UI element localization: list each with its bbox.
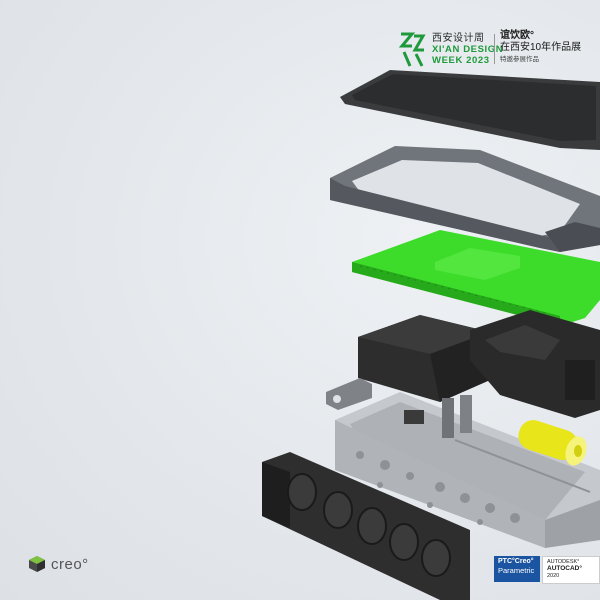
creo-cube-icon	[29, 556, 45, 572]
design-week-en-line2: WEEK 2023	[432, 54, 490, 66]
housing-base	[335, 392, 600, 548]
rubber-keypad	[262, 452, 470, 600]
creo-wordmark: creo°	[51, 555, 89, 573]
autocad-badge: AUTODESK° AUTOCAD° 2020	[542, 556, 600, 584]
design-week-en-line1: XI'AN DESIGN	[432, 43, 504, 55]
pcb-board	[352, 230, 600, 326]
header-divider	[494, 34, 495, 64]
mounting-bracket	[470, 310, 600, 418]
design-week-cn: 西安设计周	[432, 32, 485, 44]
top-cover-plate	[340, 70, 600, 150]
ptc-badge-line2: Parametric	[498, 566, 535, 575]
expo-subtitle: 特邀参展作品	[500, 56, 539, 63]
ac-badge-line1: AUTODESK°	[547, 559, 580, 565]
expo-title: 在西安10年作品展	[500, 42, 582, 53]
ac-badge-line3: 2020	[547, 573, 560, 579]
small-tab	[326, 378, 372, 410]
creo-logo: creo°	[28, 555, 89, 573]
design-week-logo: 西安设计周 XI'AN DESIGN WEEK 2023	[398, 30, 503, 68]
exhibition-label: 谊饮欧° 在西安10年作品展 特邀参展作品	[500, 30, 581, 66]
ptc-creo-badge: PTC°Creo° Parametric	[494, 556, 540, 582]
design-week-emblem-icon	[398, 32, 426, 67]
yellow-cylinder	[518, 420, 587, 466]
ac-badge-line2: AUTOCAD°	[547, 565, 582, 572]
ptc-badge-line1: PTC°Creo°	[498, 558, 534, 565]
bezel-frame	[330, 146, 600, 252]
expo-brand: 谊饮欧°	[500, 30, 534, 41]
